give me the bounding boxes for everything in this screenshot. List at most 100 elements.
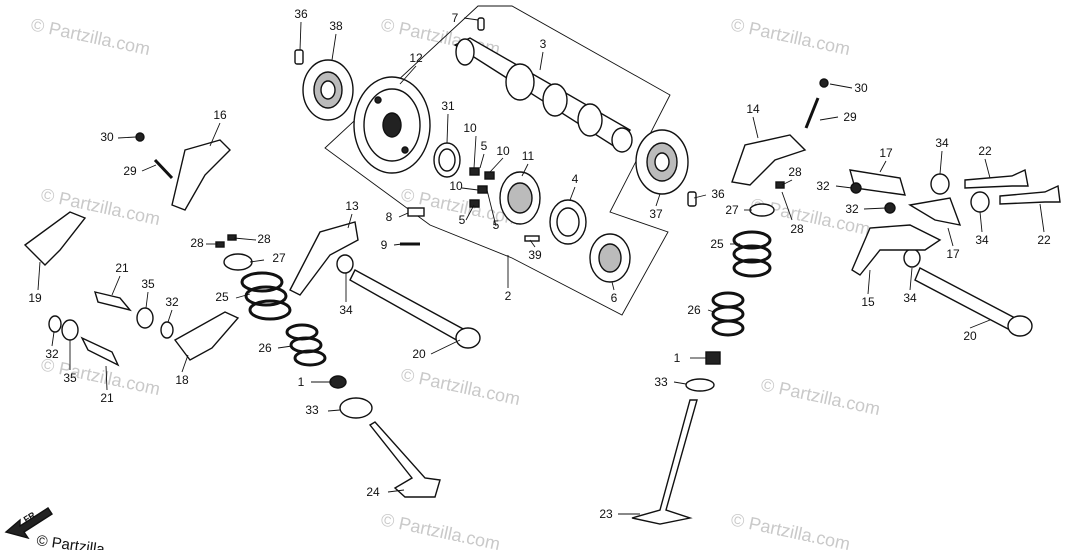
leader-line	[569, 186, 576, 201]
seat-part-33	[339, 397, 373, 419]
leader-line	[461, 187, 479, 191]
watermark: © Partzilla.com	[29, 14, 152, 59]
callout-label: 17	[879, 146, 893, 160]
leader-line	[233, 237, 257, 241]
leader-line	[141, 164, 157, 172]
rocker-arm-part-18	[173, 311, 240, 361]
leader-line	[969, 319, 991, 329]
callout-label: 25	[710, 237, 724, 251]
leader-line	[611, 281, 615, 291]
retainer-part-27	[749, 203, 775, 217]
watermark: © Partzilla.com	[379, 509, 502, 550]
callout-label: 33	[654, 375, 668, 389]
leader-line	[752, 116, 759, 139]
part-10	[484, 171, 495, 180]
leader-line	[299, 21, 302, 51]
callout-label: 20	[963, 329, 977, 343]
rocker-arm-part-16	[171, 139, 231, 211]
callout-label: 22	[1037, 233, 1051, 247]
leader-line	[673, 381, 687, 385]
washer-part-35	[61, 319, 79, 341]
leader-line	[521, 163, 529, 177]
sprocket-part-12	[353, 76, 431, 174]
front-direction-arrow-icon	[4, 507, 53, 540]
callout-label: 21	[115, 261, 129, 275]
bearing-part-37	[635, 129, 689, 195]
washer-part-32	[48, 315, 62, 333]
spring-part-29	[153, 158, 174, 180]
leader-line	[51, 331, 55, 347]
rocker-arm-part-19	[23, 211, 87, 266]
leader-line	[529, 239, 536, 248]
ring-part-34	[336, 254, 354, 274]
pin-part-36	[687, 191, 697, 207]
rocker-arm-part-13	[289, 221, 359, 296]
leader-line	[473, 135, 477, 169]
leader-line	[393, 243, 403, 246]
spring-part-25	[732, 230, 772, 278]
callout-label: 11	[522, 149, 535, 163]
callout-label: 29	[123, 164, 137, 178]
nut-part-32	[850, 182, 862, 194]
leader-line	[539, 51, 544, 71]
callout-label: 23	[599, 507, 613, 521]
rocker-arm-part-14	[731, 134, 807, 186]
leader-line	[111, 275, 121, 296]
leader-line	[399, 65, 417, 85]
watermark: © Partzilla.com	[729, 14, 852, 59]
leader-line	[465, 204, 475, 221]
callout-label: 28	[790, 222, 804, 236]
callout-label: 18	[175, 373, 189, 387]
callout-label: 22	[978, 144, 992, 158]
callout-label: 13	[345, 199, 359, 213]
nut-part-30	[135, 132, 145, 142]
callout-label: 32	[816, 179, 830, 193]
callout-label: 8	[386, 210, 393, 224]
pin-part-8	[407, 207, 425, 217]
callout-label: 5	[481, 139, 488, 153]
callout-label: 26	[687, 303, 701, 317]
leader-line	[819, 116, 839, 121]
leader-line	[867, 269, 871, 295]
callout-label: 37	[649, 207, 663, 221]
callout-label: 34	[935, 136, 949, 150]
callout-label: 27	[725, 203, 739, 217]
spring-part-26	[711, 291, 745, 337]
callout-label: 21	[100, 391, 114, 405]
callout-label: 35	[141, 277, 155, 291]
camshaft-part-3	[453, 37, 633, 153]
leader-line	[781, 179, 793, 186]
callout-label: 5	[459, 213, 466, 227]
leader-lines	[37, 17, 1045, 515]
callout-label: 35	[63, 371, 77, 385]
part-28	[775, 181, 785, 189]
leader-line	[117, 136, 137, 139]
seal-part-1	[329, 375, 347, 389]
nut-part-32	[884, 202, 896, 214]
leader-line	[277, 345, 293, 349]
pin-part-36	[294, 49, 304, 65]
callout-label: 28	[257, 232, 271, 246]
callout-label: 29	[843, 110, 857, 124]
shaft-part-21	[80, 336, 120, 367]
callout-label: 24	[366, 485, 380, 499]
parts-layer	[4, 17, 1061, 540]
leader-line	[979, 211, 983, 233]
leader-line	[145, 291, 149, 309]
leader-line	[485, 185, 497, 227]
shaft-part-21	[93, 291, 132, 312]
spring-part-29	[804, 97, 820, 129]
valve-part-24	[368, 421, 441, 498]
callout-label: 39	[528, 248, 542, 262]
callout-label: 16	[213, 108, 227, 122]
leader-line	[939, 150, 943, 175]
leader-line	[489, 157, 504, 173]
bolt-part-22	[964, 168, 1029, 189]
callout-label: 32	[45, 347, 59, 361]
bolt-part-22	[999, 184, 1061, 205]
callout-label: 25	[215, 290, 229, 304]
nut-part-30	[819, 78, 829, 88]
callout-label: 7	[452, 11, 459, 25]
callout-label: 14	[746, 102, 760, 116]
washer-part-35	[136, 307, 154, 329]
